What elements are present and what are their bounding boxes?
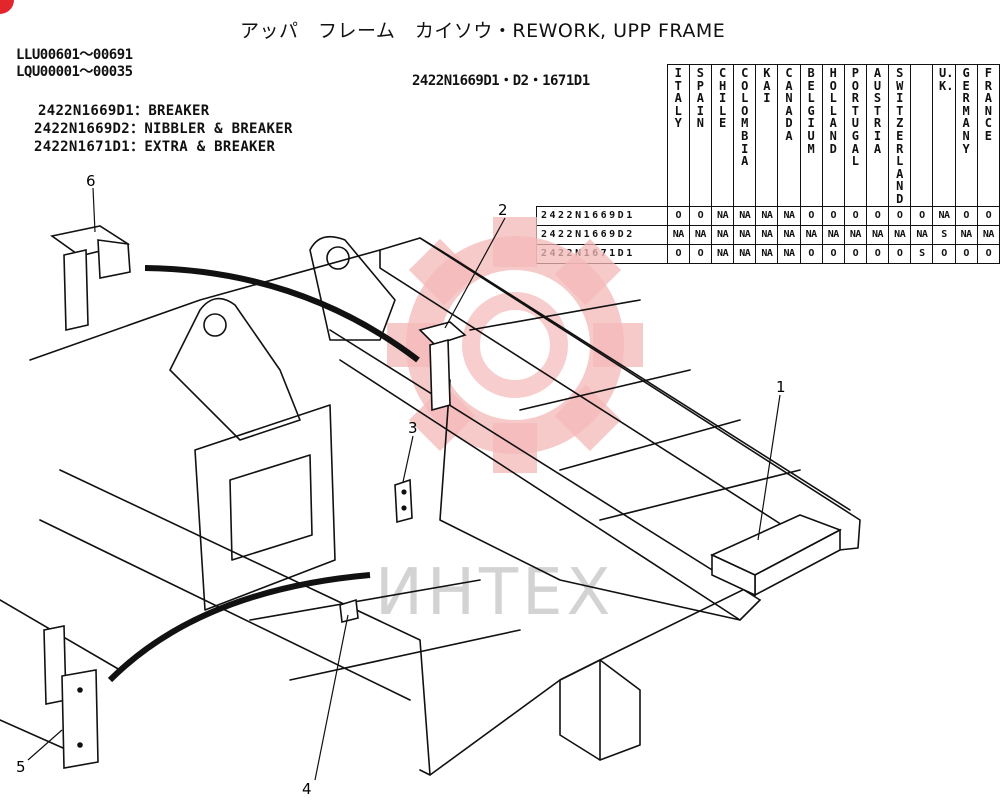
frame-left-rail: [59, 469, 431, 776]
country-header-label: CHILE: [718, 66, 727, 131]
frame-outer-rail: [379, 237, 861, 776]
center-beam: [329, 329, 761, 601]
callout-3: 3: [408, 419, 418, 437]
cross-beam: [599, 469, 801, 521]
part-3-bracket: [394, 478, 413, 524]
swing-arm-beam: [439, 379, 761, 621]
cross-beam: [249, 579, 481, 621]
applicability-cell: O: [666, 243, 690, 264]
country-header-label: COLOMBIA: [741, 66, 749, 169]
boom-pin-hole: [326, 246, 350, 270]
applicability-cell: NA: [733, 243, 757, 264]
variant-legend-item: 2422N1669D2：NIBBLER & BREAKER: [34, 121, 293, 137]
frame-rail-inner-edge: [379, 249, 791, 531]
cross-beam: [289, 629, 521, 681]
part-4-bracket: [339, 598, 359, 623]
country-header: FRANCE: [976, 64, 1000, 207]
page-title: アッパ フレーム カイソウ・REWORK, UPP FRAME: [240, 20, 726, 42]
country-header-label: BELGIUM: [807, 66, 815, 156]
frame-back-edge: [29, 249, 381, 361]
country-header: COLOMBIA: [733, 64, 757, 207]
callout-1: 1: [776, 378, 786, 396]
country-header: BELGIUM: [799, 64, 823, 207]
serial-range: LQU00001～00035: [16, 64, 133, 80]
cross-beam: [469, 299, 641, 331]
country-header-label: SPAIN: [696, 66, 705, 131]
cross-beam: [559, 419, 741, 471]
applicability-cell: NA: [755, 243, 779, 264]
country-header-label: KAI: [763, 66, 771, 106]
gear-ring: [406, 236, 624, 454]
country-header-label: PORTUGAL: [851, 66, 860, 169]
part-6-post: [50, 225, 131, 331]
variant-legend-item: 2422N1671D1：EXTRA & BREAKER: [34, 139, 276, 155]
country-header-label: CANADA: [785, 66, 793, 143]
cross-beam: [519, 369, 691, 411]
assembly-arrow-6-to-2: [144, 265, 420, 363]
front-plate: [194, 404, 336, 611]
part-1-plate: [710, 514, 842, 597]
leader-lines: [27, 187, 781, 781]
country-header: GERMANY: [954, 64, 978, 207]
gear-icon: [387, 217, 643, 473]
country-header: PORTUGAL: [843, 64, 867, 207]
callout-6: 6: [86, 172, 96, 190]
boom-bracket-right: [309, 235, 396, 341]
country-header-row: ITALY SPAIN CHILE COLOMBIA KAI CANADA BELGIUM H…: [537, 64, 1000, 207]
watermark-text: ИНТЕХ: [375, 556, 615, 630]
applicability-cell: O: [865, 243, 890, 264]
country-header-label: FRANCE: [984, 66, 992, 143]
country-header-label: ITALY: [674, 66, 682, 131]
country-header-label: SWITZERLAND: [896, 66, 904, 206]
part-5-plates: [43, 625, 99, 769]
boom-pin-hole: [203, 313, 227, 337]
applicability-cell: O: [954, 243, 978, 264]
applicability-cell: O: [976, 243, 1000, 264]
callout-5: 5: [16, 758, 26, 776]
serial-range: LLU00601～00691: [16, 47, 133, 63]
country-header: SPAIN: [688, 64, 713, 207]
country-header-label: AUSTRIA: [873, 66, 882, 156]
applicability-cell: O: [888, 243, 912, 264]
part-2-post: [418, 321, 467, 412]
gear-hub: [462, 292, 568, 398]
part-numbers-label: 2422N1669D1・D2・1671D1: [412, 73, 590, 89]
assembly-arrow-5-to-3: [107, 572, 371, 683]
boom-bracket-left: [169, 297, 301, 441]
frame-rail-top-edge: [419, 237, 851, 511]
country-header-label: HOLLAND: [829, 66, 837, 156]
applicability-cell: S: [910, 243, 934, 264]
frame-left-rail-lower: [39, 519, 411, 701]
watermark-gear-logo: [387, 217, 643, 473]
applicability-cell: O: [688, 243, 713, 264]
front-plate-window: [229, 454, 313, 561]
country-header-label: GERMANY: [962, 66, 970, 156]
callout-4: 4: [302, 780, 312, 798]
variant-legend-item: 2422N1669D1：BREAKER: [38, 103, 210, 119]
center-beam-lower: [339, 359, 741, 621]
callout-2: 2: [498, 201, 508, 219]
